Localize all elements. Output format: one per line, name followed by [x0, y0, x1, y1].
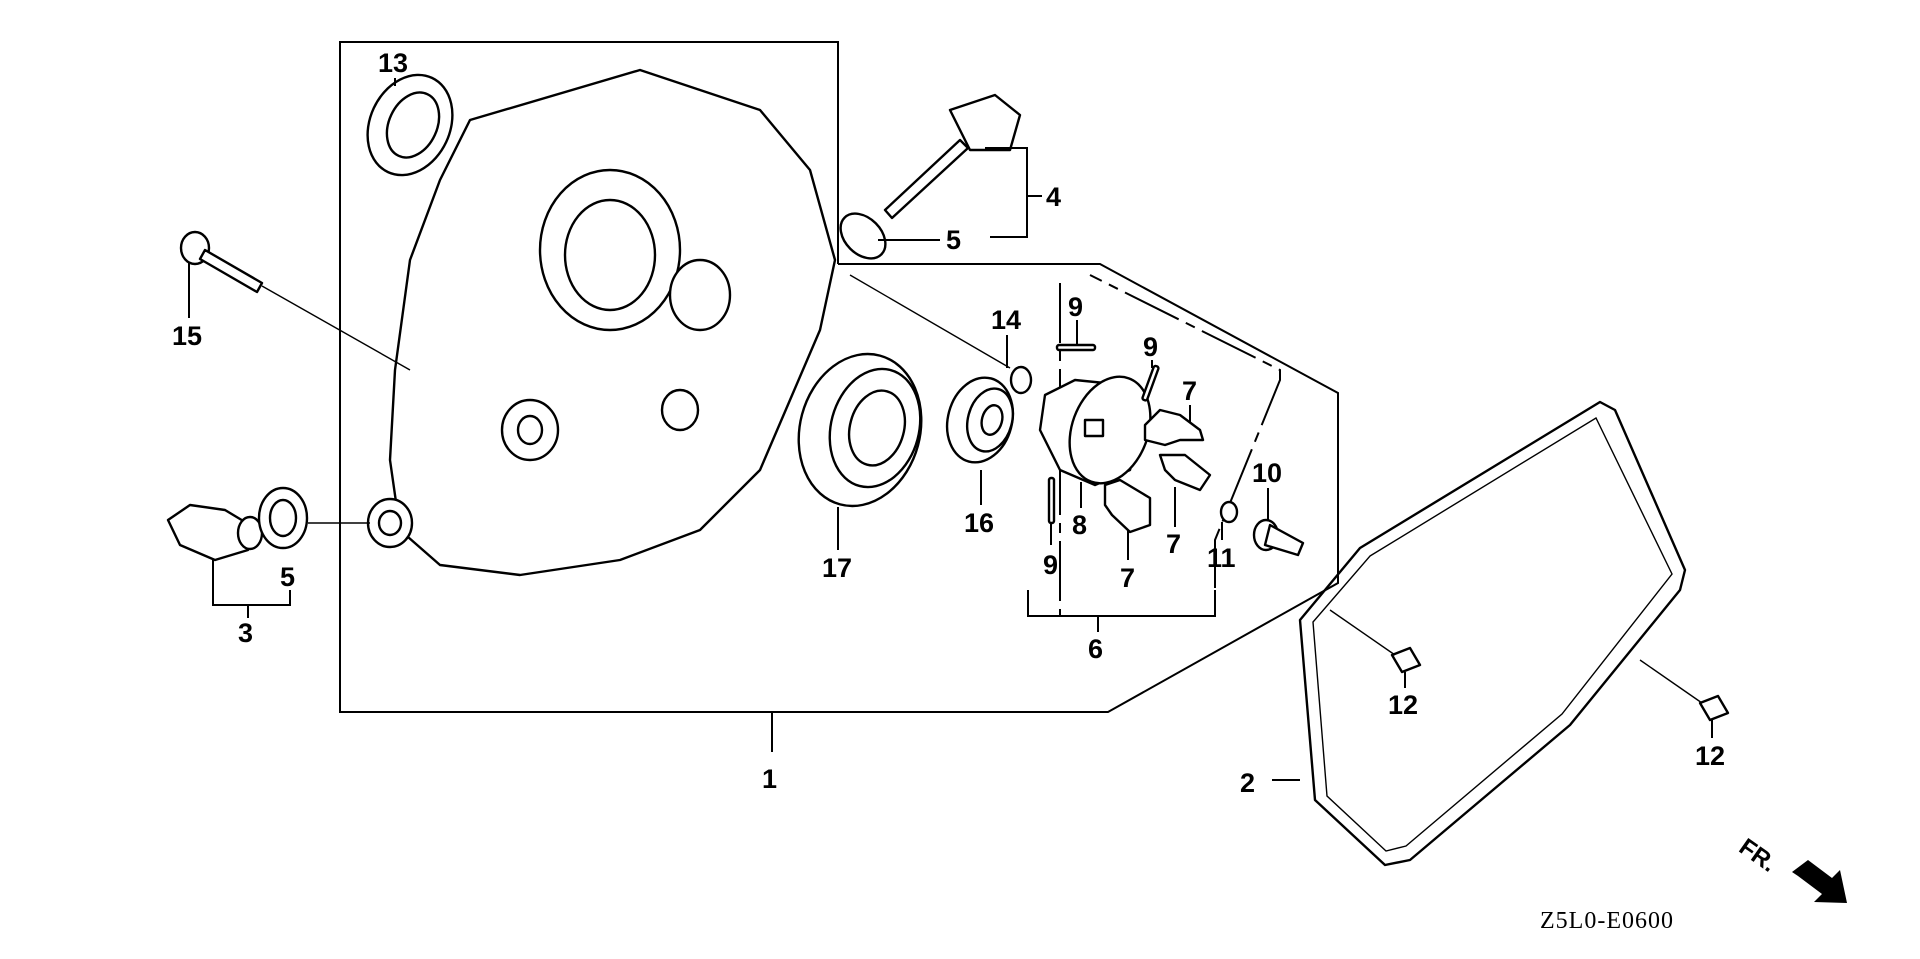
- callout-1[interactable]: 1: [762, 764, 777, 794]
- callout-4[interactable]: 4: [1046, 182, 1061, 212]
- oil-filler-cap-4[interactable]: [883, 93, 1022, 220]
- callout-12-left[interactable]: 12: [1388, 690, 1418, 720]
- callout-14[interactable]: 14: [991, 305, 1021, 335]
- drain-plug-3[interactable]: [166, 503, 264, 562]
- governor-slider-7[interactable]: [1103, 478, 1152, 534]
- washer-11[interactable]: [1219, 500, 1239, 524]
- callout-10[interactable]: 10: [1252, 458, 1282, 488]
- bracket-3: [212, 560, 291, 606]
- bearing-17[interactable]: [782, 340, 938, 520]
- gasket-2-inner: [1312, 417, 1673, 852]
- governor-shaft-10[interactable]: [1252, 518, 1305, 557]
- guide-line-12-left: [1329, 609, 1396, 656]
- arrow-front-icon: [1792, 860, 1847, 903]
- washer-14[interactable]: [1009, 365, 1033, 395]
- callout-12-right[interactable]: 12: [1695, 741, 1725, 771]
- callout-7-upper[interactable]: 7: [1182, 376, 1197, 406]
- callout-7-lower[interactable]: 7: [1166, 529, 1181, 559]
- callout-17[interactable]: 17: [822, 553, 852, 583]
- crankcase-cover[interactable]: [366, 68, 837, 577]
- group-outline-cover: [339, 41, 1339, 713]
- guide-line-14: [849, 274, 1011, 369]
- callout-9-mid[interactable]: 9: [1143, 332, 1158, 362]
- callout-5-drain[interactable]: 5: [280, 562, 295, 592]
- callout-15[interactable]: 15: [172, 321, 202, 351]
- flange-bolt-15[interactable]: [179, 230, 264, 294]
- callout-3[interactable]: 3: [238, 618, 253, 648]
- governor-weight-7-upper[interactable]: [1143, 408, 1205, 447]
- callout-5-filler[interactable]: 5: [946, 225, 961, 255]
- pin-9-top[interactable]: [1055, 343, 1097, 352]
- oil-seal-13[interactable]: [352, 61, 468, 189]
- dowel-pin-12-right[interactable]: [1698, 694, 1730, 722]
- callout-16[interactable]: 16: [964, 508, 994, 538]
- bearing-16[interactable]: [938, 370, 1022, 470]
- dowel-pin-12-left[interactable]: [1390, 646, 1422, 674]
- guide-line-12-right: [1639, 659, 1703, 704]
- bracket-6: [1027, 590, 1216, 617]
- callout-11[interactable]: 11: [1207, 543, 1236, 573]
- washer-5-drain[interactable]: [257, 486, 309, 550]
- governor-gear-8[interactable]: [1038, 365, 1165, 494]
- callout-13[interactable]: 13: [378, 48, 408, 78]
- pin-9-bottom[interactable]: [1047, 476, 1056, 525]
- callout-9-top[interactable]: 9: [1068, 292, 1083, 322]
- callout-7-slider[interactable]: 7: [1120, 563, 1135, 593]
- callout-8[interactable]: 8: [1072, 510, 1087, 540]
- callout-2[interactable]: 2: [1240, 768, 1255, 798]
- pin-9-mid[interactable]: [1141, 364, 1160, 402]
- guide-line-15: [261, 285, 411, 371]
- washer-5-filler[interactable]: [832, 205, 894, 267]
- callout-9-bottom[interactable]: 9: [1043, 550, 1058, 580]
- part-code: Z5L0-E0600: [1540, 908, 1674, 934]
- callout-6[interactable]: 6: [1088, 634, 1103, 664]
- bracket-4: [985, 147, 1028, 238]
- governor-weight-7-lower[interactable]: [1158, 453, 1212, 492]
- gasket-2[interactable]: [1298, 400, 1687, 867]
